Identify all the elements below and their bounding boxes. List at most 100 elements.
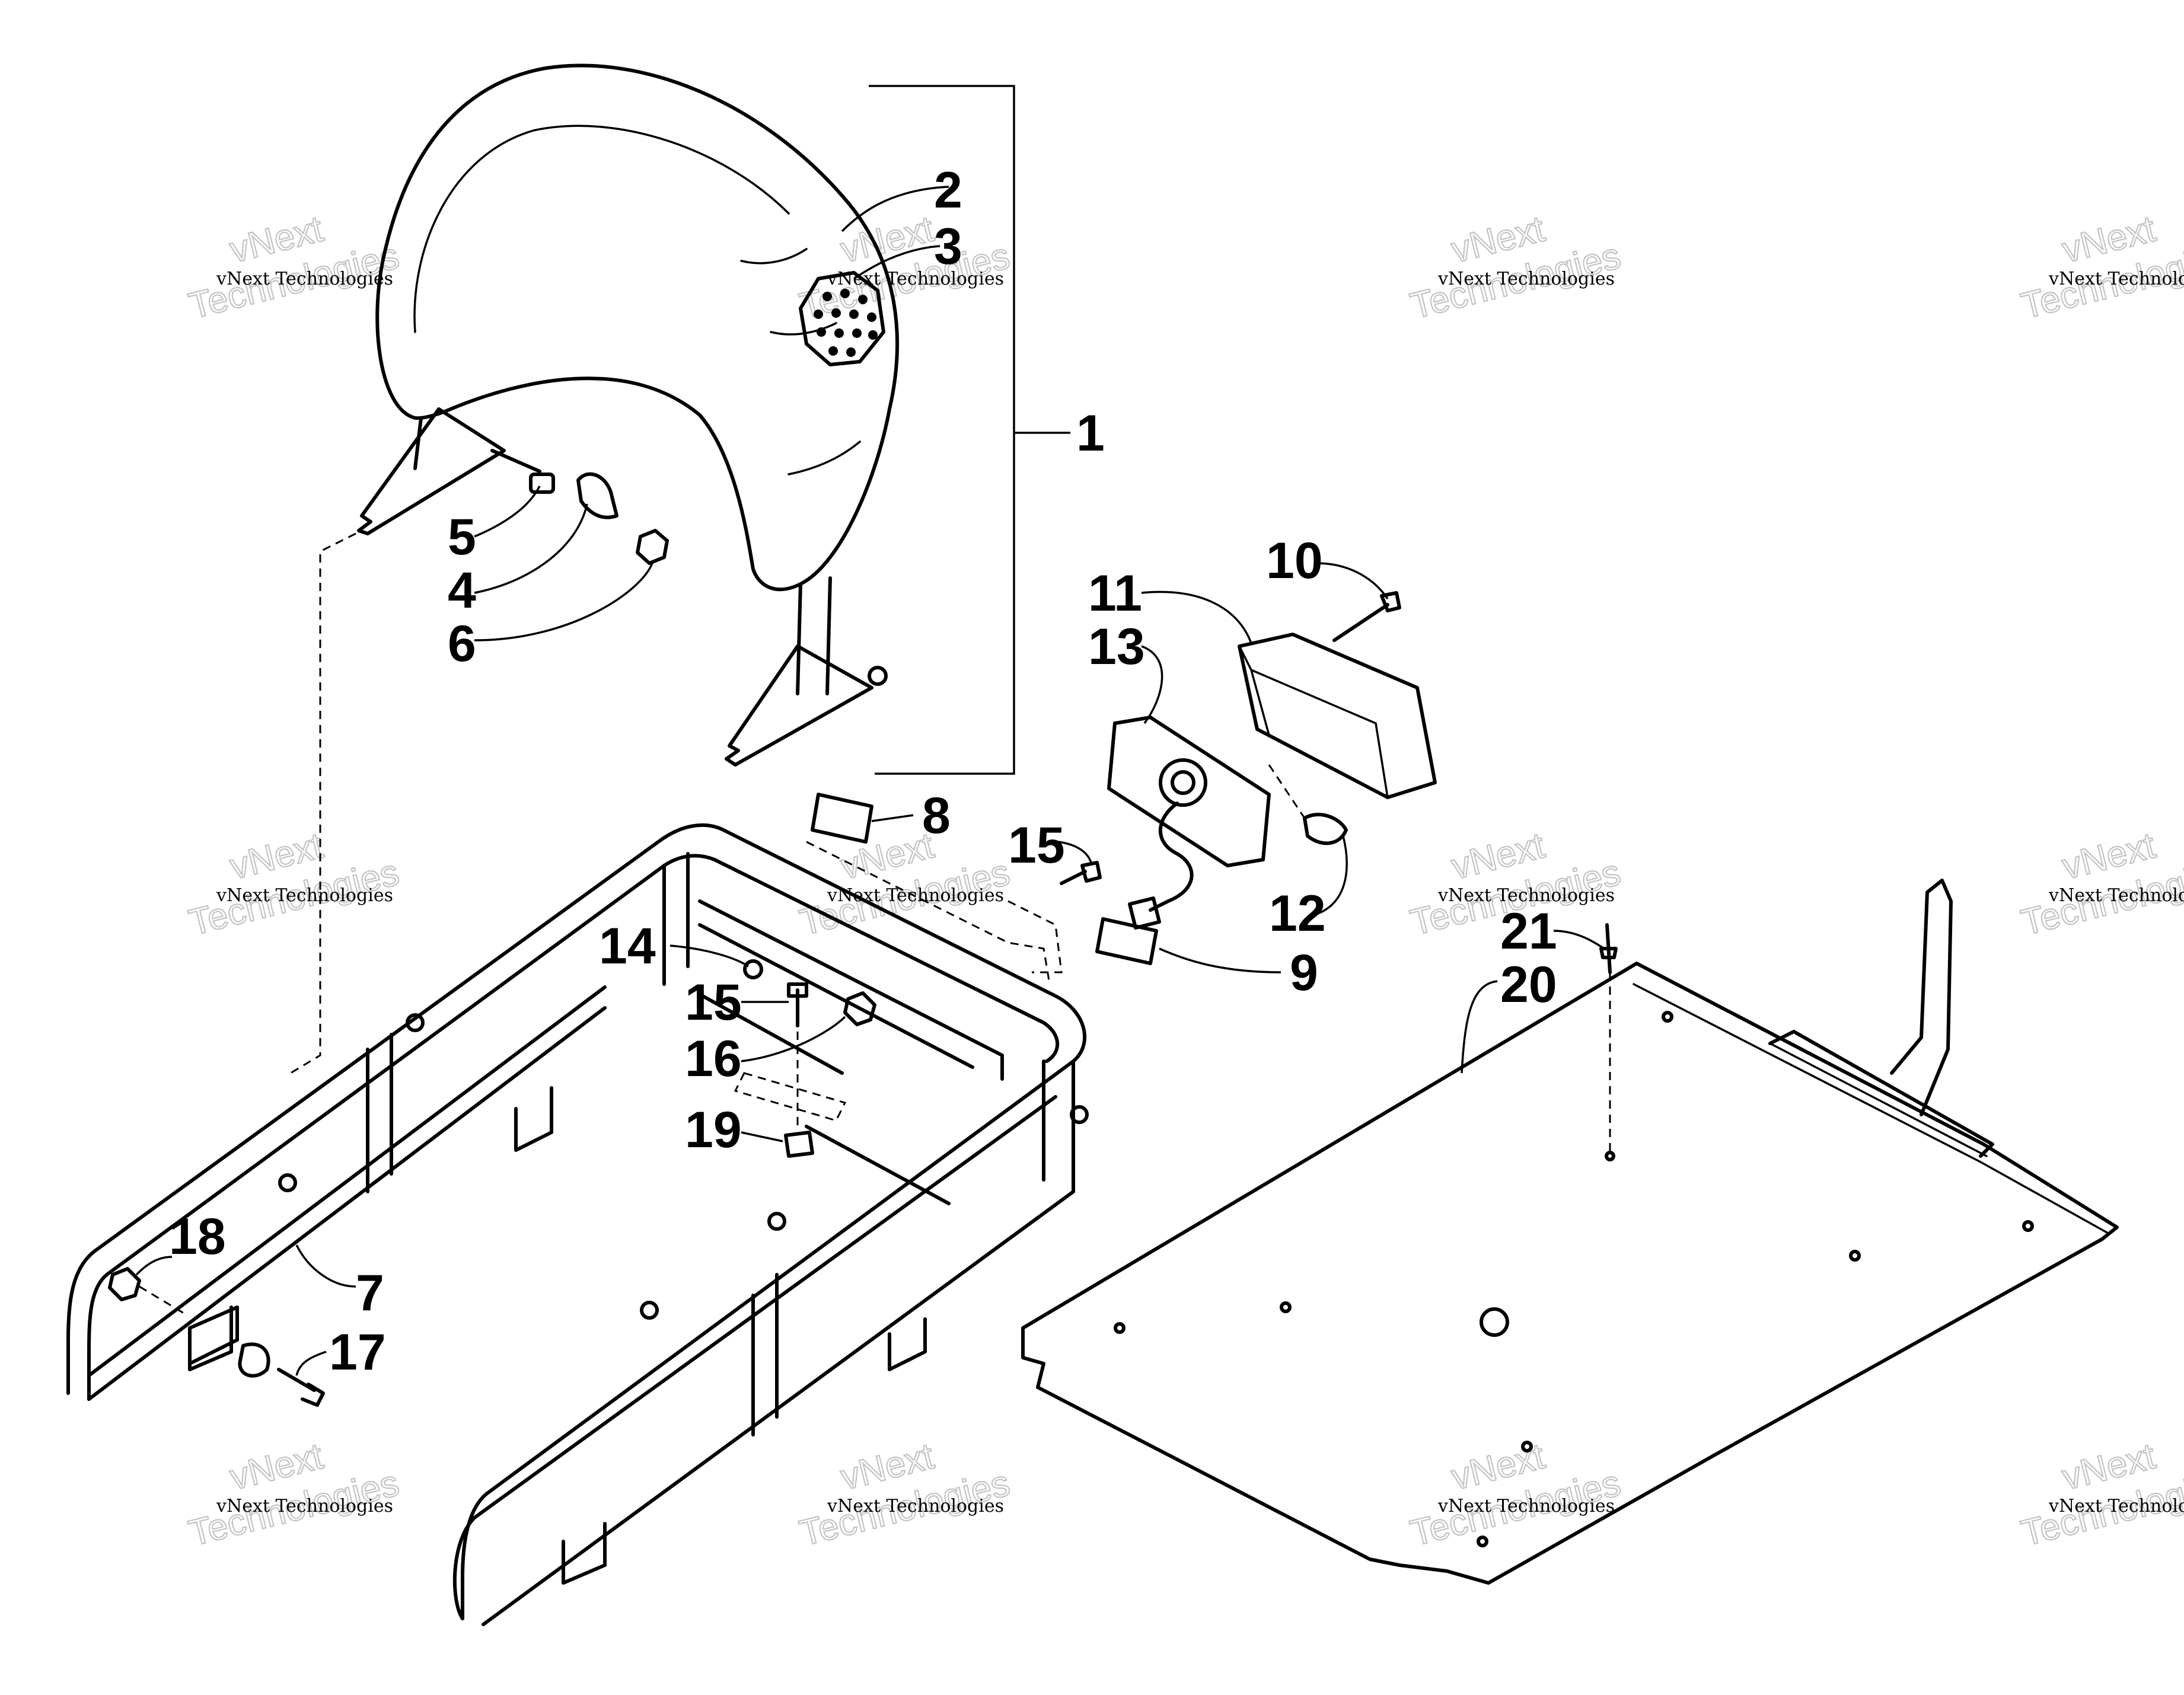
watermark-small: vNext Technologies bbox=[216, 885, 393, 906]
callout-3: 3 bbox=[934, 218, 962, 275]
callout-16: 16 bbox=[685, 1030, 742, 1087]
tail-light-assembly: 8 9 10 11 13 12 15 bbox=[806, 532, 1437, 1001]
callout-4: 4 bbox=[448, 562, 476, 619]
watermark: vNext Technologies vNext Technologies bbox=[2017, 825, 2184, 944]
rack-hole bbox=[1070, 1105, 1089, 1124]
watermark-small: vNext Technologies bbox=[1437, 269, 1615, 289]
callout-18: 18 bbox=[169, 1208, 226, 1265]
leader-10 bbox=[1316, 562, 1389, 599]
leader-21 bbox=[1553, 930, 1605, 950]
nut-part-6 bbox=[636, 529, 669, 565]
bolt-part-15-lower bbox=[787, 982, 808, 1027]
rack-lower-rail bbox=[87, 985, 607, 1401]
clamp-part-4 bbox=[576, 472, 618, 519]
pan-inner-edge bbox=[1633, 983, 2109, 1234]
watermark-small: vNext Technologies bbox=[1437, 1496, 1615, 1517]
decal-patch-outline bbox=[799, 271, 885, 366]
nut-part-18 bbox=[108, 1267, 141, 1301]
rack-hole bbox=[767, 1212, 786, 1231]
watermark: vNext Technologies vNext Technologies bbox=[795, 208, 1015, 328]
callout-15-upper: 15 bbox=[1008, 817, 1065, 874]
callout-10: 10 bbox=[1266, 532, 1323, 589]
callout-14: 14 bbox=[599, 918, 656, 975]
nut-part-16 bbox=[843, 991, 876, 1026]
leader-15-upper bbox=[1058, 841, 1092, 863]
rack-hole bbox=[406, 1013, 425, 1032]
pan-fold bbox=[1769, 1042, 1988, 1157]
screw-part-10 bbox=[1332, 591, 1401, 642]
rack-mount-tab bbox=[514, 1086, 553, 1152]
pan-part-20 bbox=[1021, 962, 2119, 1585]
rack-hole bbox=[278, 1173, 297, 1192]
leader-17 bbox=[295, 1351, 327, 1376]
rack-left-end bbox=[66, 1249, 109, 1401]
watermark-small: vNext Technologies bbox=[2048, 1496, 2184, 1517]
callout-19: 19 bbox=[685, 1102, 742, 1158]
callout-13: 13 bbox=[1088, 618, 1145, 675]
pan-hole bbox=[1662, 1011, 1673, 1023]
pan-hole bbox=[1849, 1250, 1861, 1262]
bolt-part-17 bbox=[277, 1368, 325, 1407]
leader-13 bbox=[1141, 645, 1163, 724]
pan-hole bbox=[1280, 1301, 1292, 1313]
callout-20: 20 bbox=[1500, 956, 1557, 1013]
rivet-part-21 bbox=[1599, 923, 1618, 974]
leader-2 bbox=[841, 186, 949, 232]
spacer-part-5 bbox=[529, 473, 555, 494]
callout-1: 1 bbox=[1076, 405, 1105, 462]
plate-part-13 bbox=[1107, 716, 1271, 867]
leader-5 bbox=[474, 486, 541, 538]
alignment-line bbox=[806, 841, 1051, 985]
rack-upper-rail-inner bbox=[105, 854, 1060, 1276]
watermark-layer: vNext Technologies vNext Technologies vN… bbox=[184, 208, 2184, 1555]
stud-part-5 bbox=[490, 449, 541, 473]
leader-16 bbox=[741, 1016, 846, 1062]
pan-hole bbox=[2022, 1220, 2034, 1232]
watermark-small: vNext Technologies bbox=[216, 269, 393, 289]
rack-right-lower-rail bbox=[452, 1059, 1075, 1626]
backrest-cushion-seam bbox=[787, 440, 861, 475]
right-post bbox=[796, 576, 832, 695]
callout-12: 12 bbox=[1269, 885, 1326, 942]
leader-19 bbox=[741, 1131, 783, 1142]
watermark: vNext Technologies vNext Technologies bbox=[1406, 1435, 1625, 1555]
callout-9: 9 bbox=[1290, 944, 1318, 1001]
pan-hole bbox=[1521, 1441, 1533, 1453]
callout-15-lower: 15 bbox=[685, 974, 742, 1031]
alignment-line bbox=[1268, 764, 1306, 819]
callout-6: 6 bbox=[448, 615, 476, 672]
callout-8: 8 bbox=[922, 787, 951, 844]
light-mount-outline bbox=[1007, 900, 1063, 973]
watermark-small: vNext Technologies bbox=[216, 1496, 393, 1517]
pan-upright-tab bbox=[1890, 879, 1953, 1116]
leader-20 bbox=[1461, 980, 1498, 1074]
right-bracket-hole bbox=[868, 666, 888, 686]
leader-14 bbox=[669, 944, 749, 968]
pan-center-hole bbox=[1480, 1307, 1509, 1337]
rack-post bbox=[751, 1273, 779, 1437]
leader-12 bbox=[1310, 835, 1348, 917]
decal-part-8 bbox=[811, 793, 873, 844]
rack-post bbox=[366, 1033, 393, 1193]
rack-hole bbox=[640, 1301, 659, 1320]
rear-rack: 7 18 17 14 15 16 19 bbox=[66, 823, 1089, 1626]
decal-area bbox=[734, 1072, 847, 1122]
watermark-small: vNext Technologies bbox=[1437, 885, 1615, 906]
leader-4 bbox=[474, 503, 588, 594]
leader-7 bbox=[295, 1244, 356, 1288]
clip-part-17 bbox=[238, 1342, 270, 1378]
callout-11: 11 bbox=[1088, 565, 1142, 622]
watermark: vNext Technologies vNext Technologies bbox=[184, 208, 404, 328]
watermark-small: vNext Technologies bbox=[827, 1496, 1004, 1517]
rack-mount-tab bbox=[888, 1317, 927, 1371]
right-mount-bracket bbox=[725, 644, 873, 767]
leader-3 bbox=[853, 245, 940, 280]
decal-patch bbox=[799, 271, 885, 366]
left-bracket-post bbox=[413, 416, 423, 470]
rack-cross-member bbox=[701, 994, 951, 1205]
clip-part-19 bbox=[784, 1131, 814, 1158]
nut-part-14 bbox=[743, 959, 763, 979]
watermark-small: vNext Technologies bbox=[2048, 269, 2184, 289]
socket-part-13 bbox=[1159, 758, 1207, 807]
watermark: vNext Technologies vNext Technologies bbox=[2017, 1435, 2184, 1555]
